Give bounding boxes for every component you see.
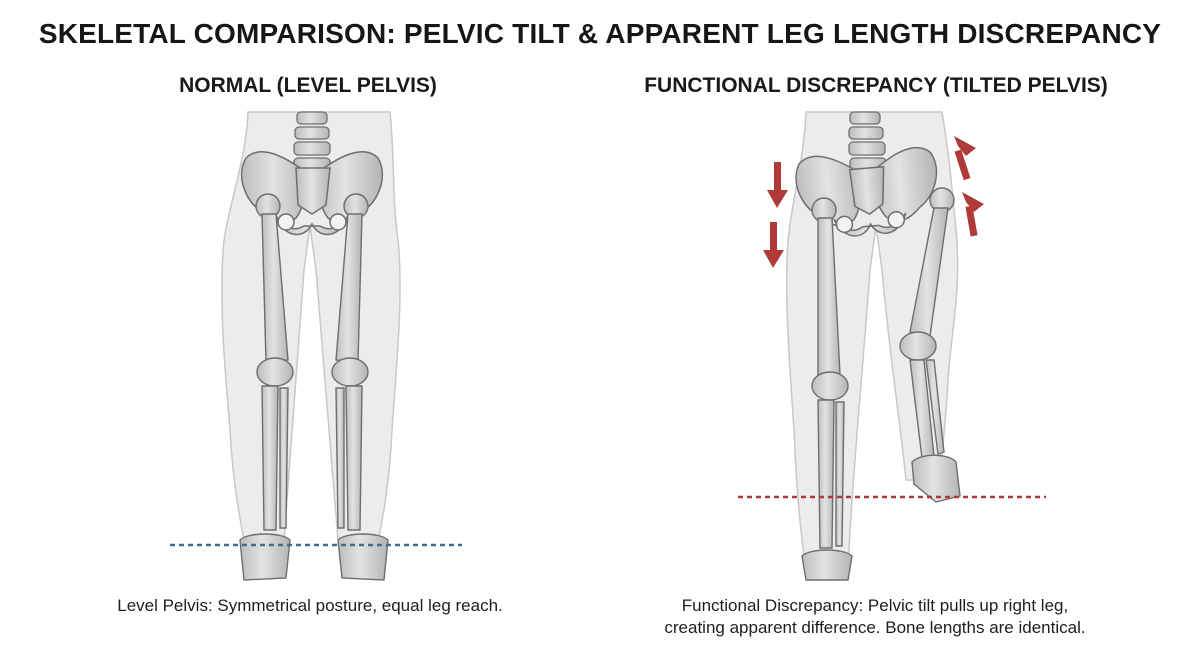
lumbar-spine xyxy=(848,111,887,172)
down-arrow-icon xyxy=(767,162,788,208)
left-leg-bones xyxy=(239,193,294,581)
normal-skeleton-figure xyxy=(170,111,462,581)
pelvis xyxy=(795,146,938,237)
tilted-skeleton-figure xyxy=(738,111,1046,581)
up-arrow-icon xyxy=(962,192,984,237)
up-arrow-icon xyxy=(954,136,976,181)
discrepancy-panel-heading: FUNCTIONAL DISCREPANCY (TILTED PELVIS) xyxy=(644,74,1108,97)
diagram-title: SKELETAL COMPARISON: PELVIC TILT & APPAR… xyxy=(38,18,1162,49)
left-leg-bones xyxy=(801,197,853,581)
normal-panel-heading: NORMAL (LEVEL PELVIS) xyxy=(179,74,437,97)
normal-panel-caption: Level Pelvis: Symmetrical posture, equal… xyxy=(117,596,503,615)
tilt-arrows xyxy=(763,136,984,268)
normal-panel: NORMAL (LEVEL PELVIS) xyxy=(117,74,503,615)
lumbar-spine xyxy=(293,111,331,172)
right-leg-bones xyxy=(899,187,961,503)
discrepancy-panel-caption: Functional Discrepancy: Pelvic tilt pull… xyxy=(664,596,1086,637)
discrepancy-panel: FUNCTIONAL DISCREPANCY (TILTED PELVIS) xyxy=(600,0,1200,654)
down-arrow-icon xyxy=(763,222,784,268)
